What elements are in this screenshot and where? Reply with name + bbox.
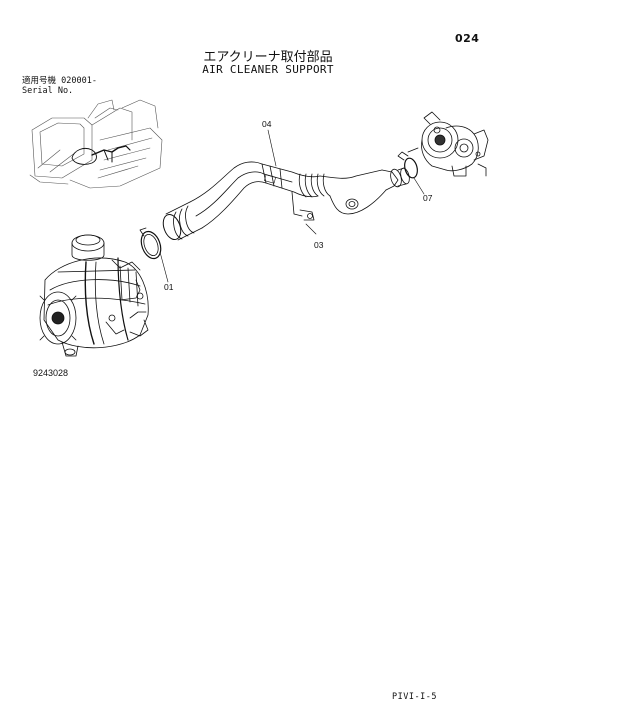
callout-04: 04 bbox=[262, 119, 272, 129]
serial-label-jp: 適用号機 bbox=[22, 76, 57, 86]
part-01-clamp bbox=[139, 227, 169, 283]
serial-label-en: Serial No. bbox=[22, 86, 74, 96]
machine-overview-inset bbox=[29, 99, 163, 189]
part-04-intake-hose bbox=[162, 129, 410, 241]
serial-value: 020001- bbox=[61, 76, 97, 86]
air-cleaner-assembly bbox=[39, 234, 149, 357]
part-03-bracket bbox=[291, 191, 317, 235]
footer-code: PIVI-I-5 bbox=[392, 692, 437, 702]
callout-01: 01 bbox=[164, 282, 174, 292]
callout-03: 03 bbox=[314, 240, 324, 250]
turbocharger bbox=[407, 111, 489, 177]
page-number: 024 bbox=[455, 32, 480, 45]
callout-07: 07 bbox=[423, 193, 433, 203]
serial-info: 適用号機 020001- Serial No. bbox=[22, 76, 97, 96]
page-title-japanese: エアクリーナ取付部品 bbox=[203, 50, 333, 65]
page-title-english: AIR CLEANER SUPPORT bbox=[202, 63, 334, 76]
part-07-clamp bbox=[397, 151, 425, 195]
serial-row-jp: 適用号機 020001- bbox=[22, 76, 97, 86]
drawing-number: 9243028 bbox=[33, 368, 69, 378]
